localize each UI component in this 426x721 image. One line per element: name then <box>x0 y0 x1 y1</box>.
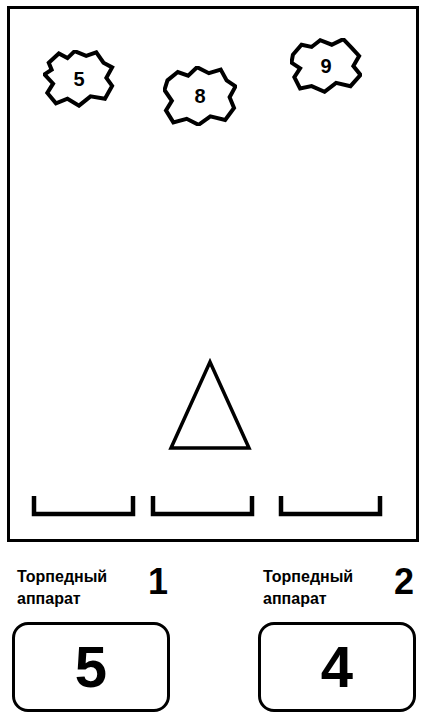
asteroid: 5 <box>43 50 115 108</box>
base-bracket <box>281 496 380 514</box>
tube-number: 1 <box>148 562 168 602</box>
torpedo-tube: Торпедный аппарат 2 4 <box>258 562 416 714</box>
tube-number: 2 <box>394 562 414 602</box>
tube-counter-box: 5 <box>12 622 170 712</box>
asteroid: 8 <box>163 66 237 126</box>
torpedo-count: 5 <box>75 638 107 696</box>
torpedo-count: 4 <box>321 638 353 696</box>
asteroid-number: 9 <box>320 56 331 76</box>
asteroid-number: 8 <box>194 86 205 106</box>
tube-label: Торпедный аппарат <box>263 566 383 609</box>
asteroid-number: 5 <box>73 69 84 89</box>
asteroid: 9 <box>290 38 362 94</box>
torpedo-tube: Торпедный аппарат 1 5 <box>12 562 170 714</box>
game-frame <box>9 8 418 541</box>
base-bracket <box>153 496 252 514</box>
player-ship <box>171 362 249 448</box>
tube-counter-box: 4 <box>258 622 416 712</box>
base-bracket <box>34 496 133 514</box>
tube-label: Торпедный аппарат <box>17 566 137 609</box>
